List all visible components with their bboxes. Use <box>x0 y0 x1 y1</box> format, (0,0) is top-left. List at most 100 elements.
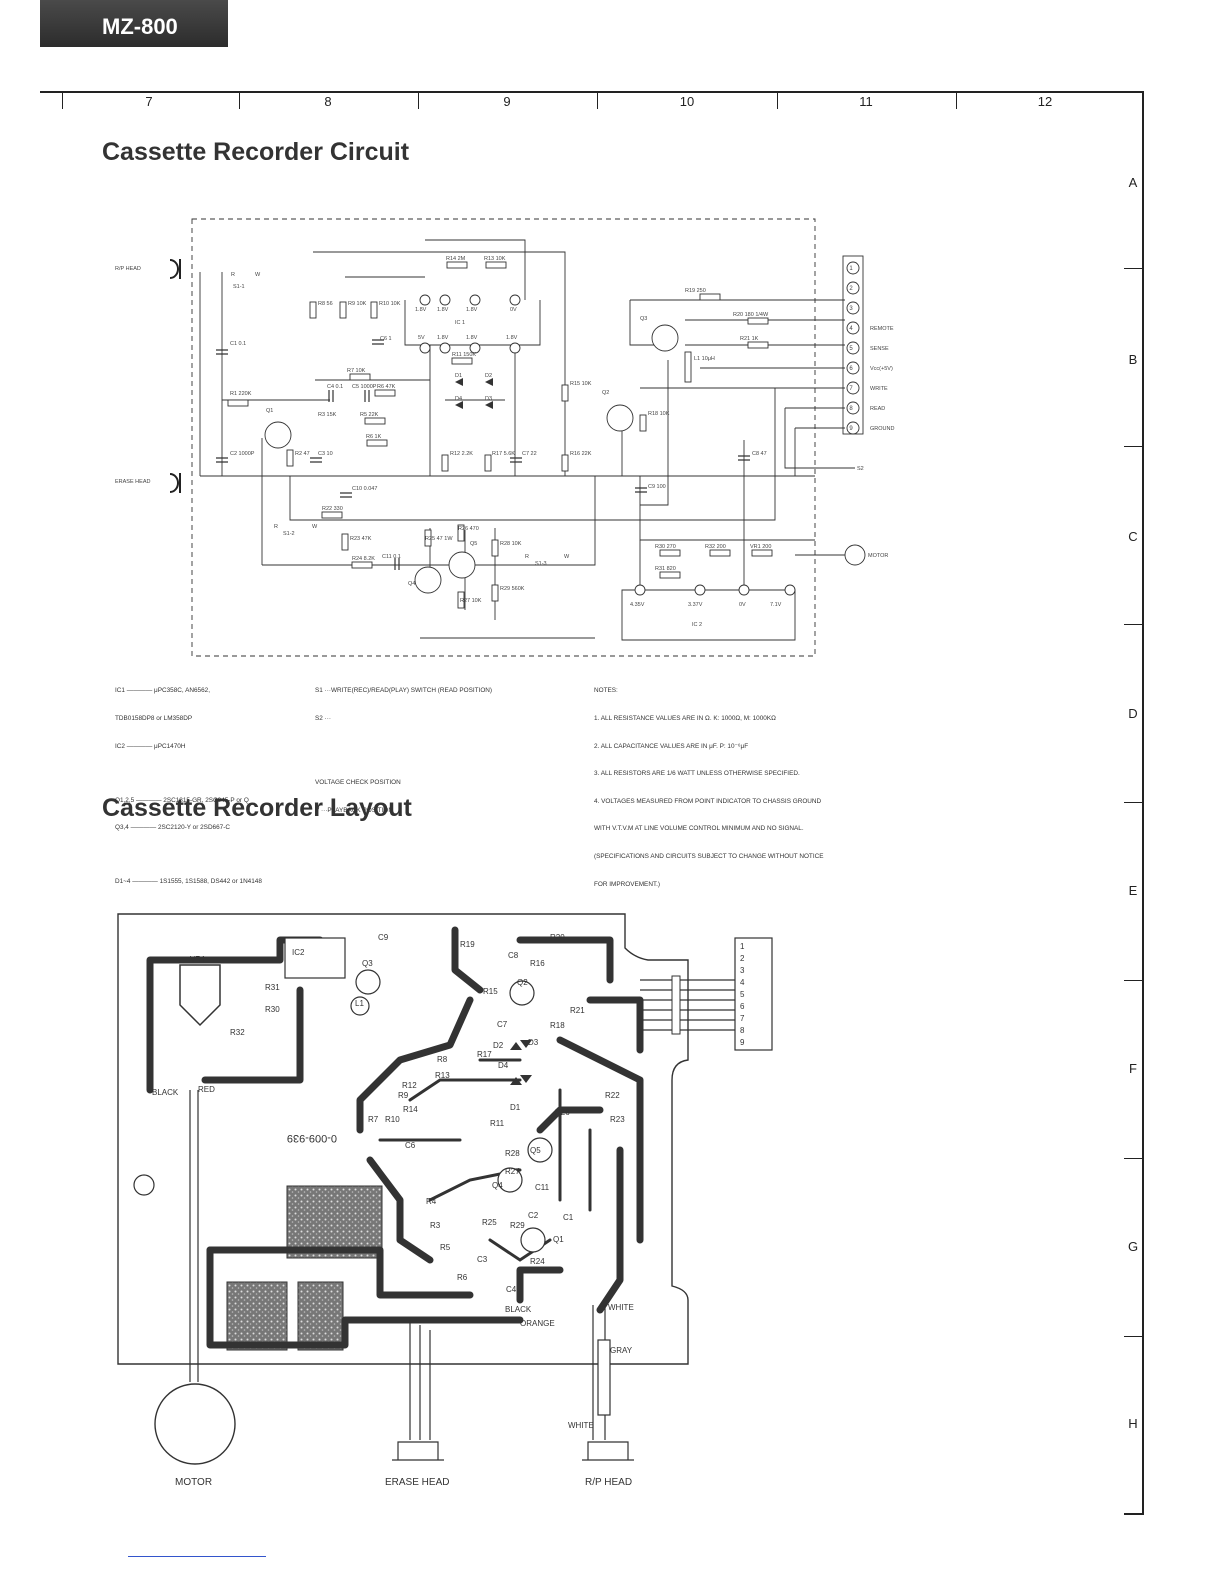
note-line: 3. ALL RESISTORS ARE 1/6 WATT UNLESS OTH… <box>594 770 800 778</box>
part-label: R19 <box>460 940 475 949</box>
component-label: R13 10K <box>484 256 506 262</box>
component-label: R22 330 <box>322 506 343 512</box>
part-label: R11 <box>490 1119 505 1128</box>
part-label: R27 <box>505 1167 520 1176</box>
column-tick <box>777 91 778 109</box>
part-label: R30 <box>265 1005 280 1014</box>
layout-connector-pin: 1 <box>740 942 745 951</box>
ic1-voltage: 1.8V <box>506 335 518 341</box>
model-name: MZ-800 <box>102 14 178 39</box>
part-label: Q1 <box>553 1235 564 1244</box>
ic1-voltage: 1.8V <box>466 335 478 341</box>
part-label: R32 <box>230 1028 245 1037</box>
part-label: C1 <box>563 1213 574 1222</box>
layout-connector-pin: 7 <box>740 1014 745 1023</box>
layout-connector-pin: 9 <box>740 1038 745 1047</box>
note-line: 1. ALL RESISTANCE VALUES ARE IN Ω. K: 10… <box>594 715 776 723</box>
component-label: C11 0.1 <box>382 554 401 560</box>
part-label: R18 <box>550 1021 565 1030</box>
row-tick <box>1124 268 1144 269</box>
connector-pin: 3 <box>849 306 853 312</box>
ic2-voltage: 0V <box>739 602 746 608</box>
component-label: Q4 <box>408 581 415 587</box>
part-label: C11 <box>535 1183 550 1192</box>
part-label: Q2 <box>517 978 528 987</box>
switch-note-line: VOLTAGE CHECK POSITION <box>315 779 401 787</box>
erase-head-caption: ERASE HEAD <box>385 1477 449 1488</box>
part-label: R22 <box>605 1091 620 1100</box>
row-letter: C <box>1128 529 1138 544</box>
connector-pin: 2 <box>849 286 853 292</box>
part-label: R23 <box>610 1115 625 1124</box>
layout-diagram: 0-009-939 1 2 3 4 5 6 7 8 9 BLACK RED BL… <box>117 913 773 1488</box>
row-tick <box>1124 624 1144 625</box>
frame-top-border <box>40 91 1144 93</box>
part-label: Q3 <box>362 959 373 968</box>
component-label: R32 200 <box>705 544 726 550</box>
part-label: R20 <box>550 933 565 942</box>
note-line: NOTES: <box>594 687 618 695</box>
connector-pin: 7 <box>849 386 853 392</box>
layout-connector-pin: 5 <box>740 990 745 999</box>
column-number: 11 <box>859 94 873 109</box>
row-tick <box>1124 802 1144 803</box>
column-number: 9 <box>503 94 511 109</box>
connector-pin: 6 <box>849 366 853 372</box>
part-label: R15 <box>483 987 498 996</box>
row-tick <box>1124 1336 1144 1337</box>
connector-label-read: READ <box>870 406 885 412</box>
row-tick <box>1124 446 1144 447</box>
part-label: Q5 <box>530 1146 541 1155</box>
wire-label: RED <box>198 1085 215 1094</box>
ic1-label: IC 1 <box>455 320 465 326</box>
component-label: D2 <box>485 373 492 379</box>
part-label: D4 <box>498 1061 509 1070</box>
component-label: R10 10K <box>379 301 401 307</box>
component-label: R26 470 <box>458 526 479 532</box>
frame-right-border <box>1142 91 1144 1515</box>
circuit-schematic: R/P HEAD ERASE HEAD REMOTE SENSE Vcc(+5V… <box>115 218 894 657</box>
component-label: C8 47 <box>752 451 767 457</box>
connector-label-remote: REMOTE <box>870 326 894 332</box>
layout-connector-pin: 3 <box>740 966 745 975</box>
row-letter: F <box>1129 1061 1137 1076</box>
model-tab: MZ-800 <box>40 0 228 47</box>
ic1-voltage: 1.8V <box>437 307 449 313</box>
column-tick <box>956 91 957 109</box>
component-label: D3 <box>485 396 492 402</box>
switch-position-label: R <box>274 524 278 530</box>
note-line: (SPECIFICATIONS AND CIRCUITS SUBJECT TO … <box>594 853 824 861</box>
part-label: R13 <box>435 1071 450 1080</box>
part-label: R31 <box>265 983 280 992</box>
part-label: R16 <box>530 959 545 968</box>
part-label: R24 <box>530 1257 545 1266</box>
component-label: Q5 <box>470 541 477 547</box>
part-label: R25 <box>482 1218 497 1227</box>
part-label: C2 <box>528 1211 539 1220</box>
wire-label: ORANGE <box>520 1319 555 1328</box>
component-label: R14 2M <box>446 256 466 262</box>
parts-list-line: D1~4 ———— 1S1555, 1S1588, DS442 or 1N414… <box>115 878 262 886</box>
part-label: C8 <box>508 951 519 960</box>
ic2-voltage: 3.37V <box>688 602 703 608</box>
switch-notes: S1 ···WRITE(REC)/READ(PLAY) SWITCH (READ… <box>315 668 492 824</box>
part-label: D2 <box>493 1041 504 1050</box>
component-label: R5 22K <box>360 412 379 418</box>
component-label: C9 100 <box>648 484 666 490</box>
component-label: R21 1K <box>740 336 759 342</box>
part-label: R21 <box>570 1006 585 1015</box>
part-label: C6 <box>405 1141 416 1150</box>
component-label: C2 1000P <box>230 451 255 457</box>
component-label: R23 47K <box>350 536 372 542</box>
component-label: R19 250 <box>685 288 706 294</box>
component-label: C1 0.1 <box>230 341 246 347</box>
switch-note-line: S2 ··· <box>315 715 331 723</box>
part-label: D1 <box>510 1103 521 1112</box>
component-label: Q1 <box>266 408 273 414</box>
component-label: R12 2.2K <box>450 451 473 457</box>
part-label: R9 <box>398 1091 409 1100</box>
connector-label-write: WRITE <box>870 386 888 392</box>
rp-head-label: R/P HEAD <box>115 266 141 272</box>
board-text: 0-009-939 <box>287 1132 337 1144</box>
note-line: FOR IMPROVEMENT.) <box>594 880 661 888</box>
